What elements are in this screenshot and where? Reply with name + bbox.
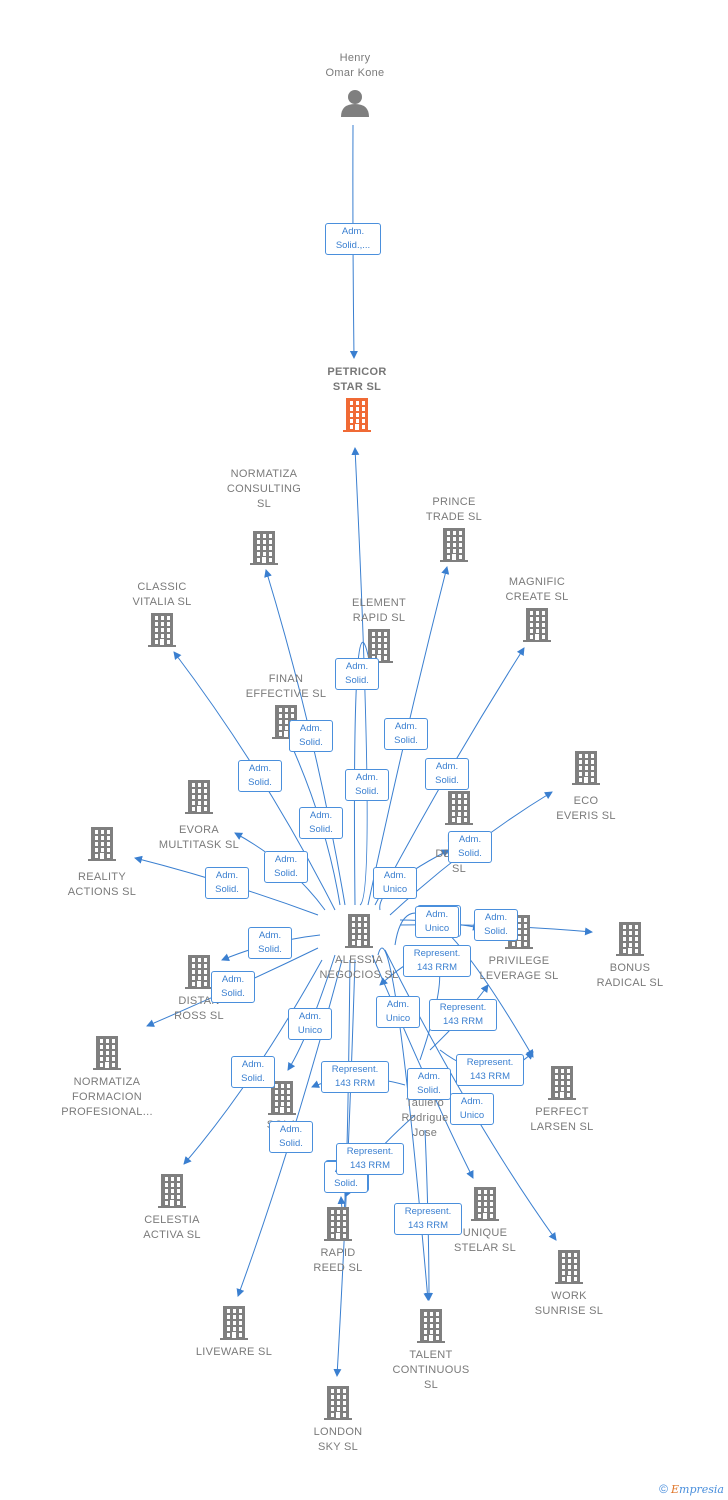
edge-label-alessia-to-magnific[interactable]: Adm. Solid. [425, 758, 469, 790]
building-icon-london[interactable] [324, 1386, 352, 1420]
edge-label-alessia-to-normatiza_f[interactable]: Adm. Solid. [211, 971, 255, 1003]
building-icon-perfect[interactable] [548, 1066, 576, 1100]
node-label-element: ELEMENT RAPID SL [351, 597, 407, 624]
node-label-prince: PRINCE TRADE SL [425, 496, 483, 523]
edge-label-henry-to-petricor[interactable]: Adm. Solid.,... [325, 223, 381, 255]
edge-label-alessia-to-distan[interactable]: Adm. Solid. [248, 927, 292, 959]
edge-label-alessia-to-normatiza_c[interactable]: Adm. Solid. [289, 720, 333, 752]
node-label-taulero: Taulero Rodrigue Jose [401, 1097, 449, 1139]
edge-label-taulero-to-alessia[interactable]: Represent. 143 RRM [403, 945, 471, 977]
building-icon-sola[interactable] [268, 1081, 296, 1115]
edge-label-alessia-to-finan[interactable]: Adm. Solid. [299, 807, 343, 839]
node-label-talent: TALENT CONTINUOUS SL [392, 1349, 470, 1391]
node-label-liveware: LIVEWARE SL [195, 1346, 273, 1358]
node-label-privilege: PRIVILEGE LEVERAGE SL [479, 955, 559, 982]
person-icon-henry[interactable] [341, 90, 369, 117]
edge-label-alessia-to-nec[interactable]: Adm. Unico [373, 867, 417, 899]
edge-label-alessia-to-classic[interactable]: Adm. Solid. [238, 760, 282, 792]
building-icon-normatiza_c[interactable] [250, 531, 278, 565]
node-label-normatiza_f: NORMATIZA FORMACION PROFESIONAL... [61, 1076, 153, 1118]
building-icon-eco[interactable] [572, 751, 600, 785]
edge-label-taulero-to-privilege[interactable]: Represent. 143 RRM [429, 999, 497, 1031]
edge-label-alessia-to-element[interactable]: Adm. Solid. [335, 658, 379, 690]
node-label-celestia: CELESTIA ACTIVA SL [143, 1214, 201, 1241]
edge-label-taulero-to-sola[interactable]: Represent. 143 RRM [321, 1061, 389, 1093]
building-icon-work[interactable] [555, 1250, 583, 1284]
edge-label-alessia-to-talent[interactable]: Adm. Unico [376, 996, 420, 1028]
node-label-rapid: RAPID REED SL [313, 1247, 363, 1274]
node-label-petricor: PETRICOR STAR SL [327, 366, 387, 393]
brand-name: mpresia [679, 1483, 724, 1496]
node-label-perfect: PERFECT LARSEN SL [530, 1106, 594, 1133]
node-label-evora: EVORA MULTITASK SL [158, 824, 240, 851]
node-label-alessia: ALESSIA NEGOCIOS SL [319, 954, 399, 981]
edge-label-alessia-to-prince[interactable]: Adm. Solid. [384, 718, 428, 750]
edge-label-alessia-to-celestia[interactable]: Adm. Solid. [231, 1056, 275, 1088]
building-icon-unique[interactable] [471, 1187, 499, 1221]
edge-label-alessia-to-reality[interactable]: Adm. Solid. [205, 867, 249, 899]
node-label-unique: UNIQUE STELAR SL [453, 1227, 516, 1254]
node-label-reality: REALITY ACTIONS SL [67, 871, 137, 898]
node-label-normatiza_c: NORMATIZA CONSULTING SL [226, 468, 302, 510]
edge-label-alessia-to-evora[interactable]: Adm. Solid. [264, 851, 308, 883]
footer-brand: © Empresia [659, 1482, 724, 1496]
building-icon-evora[interactable] [185, 780, 213, 814]
building-icon-reality[interactable] [88, 827, 116, 861]
node-label-bonus: BONUS RADICAL SL [596, 962, 664, 989]
edge-label-taulero-to-rapid[interactable]: Represent. 143 RRM [336, 1143, 404, 1175]
building-icon-alessia[interactable] [345, 914, 373, 948]
edge-label-alessia-to-bonus[interactable]: Adm. Solid. [474, 909, 518, 941]
building-icon-distan[interactable] [185, 955, 213, 989]
building-icon-petricor[interactable] [343, 398, 371, 432]
edge-label-alessia-to-petricor[interactable]: Adm. Solid. [345, 769, 389, 801]
edge-label-taulero-to-talent[interactable]: Represent. 143 RRM [394, 1203, 462, 1235]
building-icon-prince[interactable] [440, 528, 468, 562]
edge-label-alessia-to-sola[interactable]: Adm. Unico [288, 1008, 332, 1040]
brand-initial: E [671, 1483, 680, 1496]
edge-label-alessia-to-unique[interactable]: Adm. Solid. [407, 1068, 451, 1100]
building-icon-celestia[interactable] [158, 1174, 186, 1208]
node-label-eco: ECO EVERIS SL [556, 795, 616, 822]
node-label-work: WORK SUNRISE SL [534, 1290, 604, 1317]
node-label-finan: FINAN EFFECTIVE SL [245, 673, 327, 700]
copyright-icon: © [659, 1482, 668, 1496]
node-label-magnific: MAGNIFIC CREATE SL [505, 576, 569, 603]
node-label-classic: CLASSIC VITALIA SL [132, 581, 192, 608]
edge-label-alessia-to-perfect[interactable]: Adm. Unico [415, 906, 459, 938]
node-label-henry: Henry Omar Kone [325, 52, 385, 79]
edge-label-alessia-to-work[interactable]: Adm. Unico [450, 1093, 494, 1125]
building-icon-rapid[interactable] [324, 1207, 352, 1241]
edge-label-taulero-to-perfect[interactable]: Represent. 143 RRM [456, 1054, 524, 1086]
node-label-london: LONDON SKY SL [313, 1426, 363, 1453]
building-icon-classic[interactable] [148, 613, 176, 647]
building-icon-nec[interactable] [445, 791, 473, 825]
building-icon-talent[interactable] [417, 1309, 445, 1343]
building-icon-normatiza_f[interactable] [93, 1036, 121, 1070]
node-label-distan: DISTAN ROSS SL [174, 995, 224, 1022]
edge-label-alessia-to-eco[interactable]: Adm. Solid. [448, 831, 492, 863]
building-icon-magnific[interactable] [523, 608, 551, 642]
building-icon-element[interactable] [365, 629, 393, 663]
building-icon-bonus[interactable] [616, 922, 644, 956]
edge-label-alessia-to-liveware[interactable]: Adm. Solid. [269, 1121, 313, 1153]
building-icon-liveware[interactable] [220, 1306, 248, 1340]
